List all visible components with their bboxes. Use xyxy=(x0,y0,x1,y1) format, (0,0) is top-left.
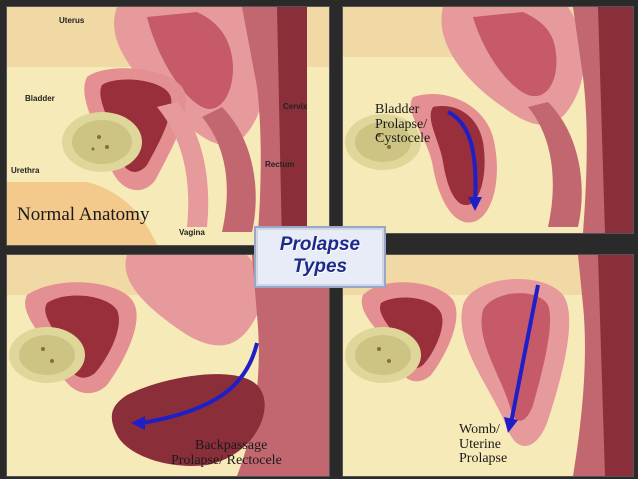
panel-normal-anatomy: Uterus Bladder Cervix Urethra Rectum Vag… xyxy=(6,6,330,246)
uterine-prolapse-illustration xyxy=(343,255,633,476)
panel-cystocele: Bladder Prolapse/ Cystocele xyxy=(342,6,634,234)
center-title-line1: Prolapse xyxy=(279,234,361,255)
panel-rectocele: Backpassage Prolapse/ Rectocele xyxy=(6,254,330,477)
panel-uterine-prolapse: Womb/ Uterine Prolapse xyxy=(342,254,634,477)
cystocele-label: Bladder Prolapse/ Cystocele xyxy=(375,102,431,147)
label-rectum: Rectum xyxy=(265,160,295,169)
rectocele-label: Backpassage Prolapse/ Rectocele xyxy=(171,438,282,468)
normal-anatomy-title: Normal Anatomy xyxy=(17,204,150,225)
label-urethra: Urethra xyxy=(11,166,40,175)
label-uterus: Uterus xyxy=(59,16,85,25)
rectocele-label-line1: Backpassage xyxy=(195,438,268,453)
cystocele-label-line3: Cystocele xyxy=(375,131,431,147)
uterine-label-line1: Womb/ xyxy=(459,422,500,437)
rectocele-label-line2: Prolapse/ Rectocele xyxy=(171,452,282,468)
label-cervix: Cervix xyxy=(283,102,308,111)
cystocele-label-line1: Bladder xyxy=(375,102,420,117)
label-vagina: Vagina xyxy=(179,228,205,237)
normal-anatomy-illustration xyxy=(7,7,329,245)
uterine-prolapse-label: Womb/ Uterine Prolapse xyxy=(459,422,508,467)
rectocele-illustration xyxy=(7,255,329,476)
label-bladder: Bladder xyxy=(25,94,55,103)
uterine-label-line2: Uterine xyxy=(459,436,501,452)
center-title-line2: Types xyxy=(292,256,348,277)
cystocele-illustration xyxy=(343,7,633,233)
uterine-label-line3: Prolapse xyxy=(459,451,508,467)
prolapse-types-title-box: Prolapse Types xyxy=(254,226,386,288)
cystocele-label-line2: Prolapse/ xyxy=(375,116,428,132)
